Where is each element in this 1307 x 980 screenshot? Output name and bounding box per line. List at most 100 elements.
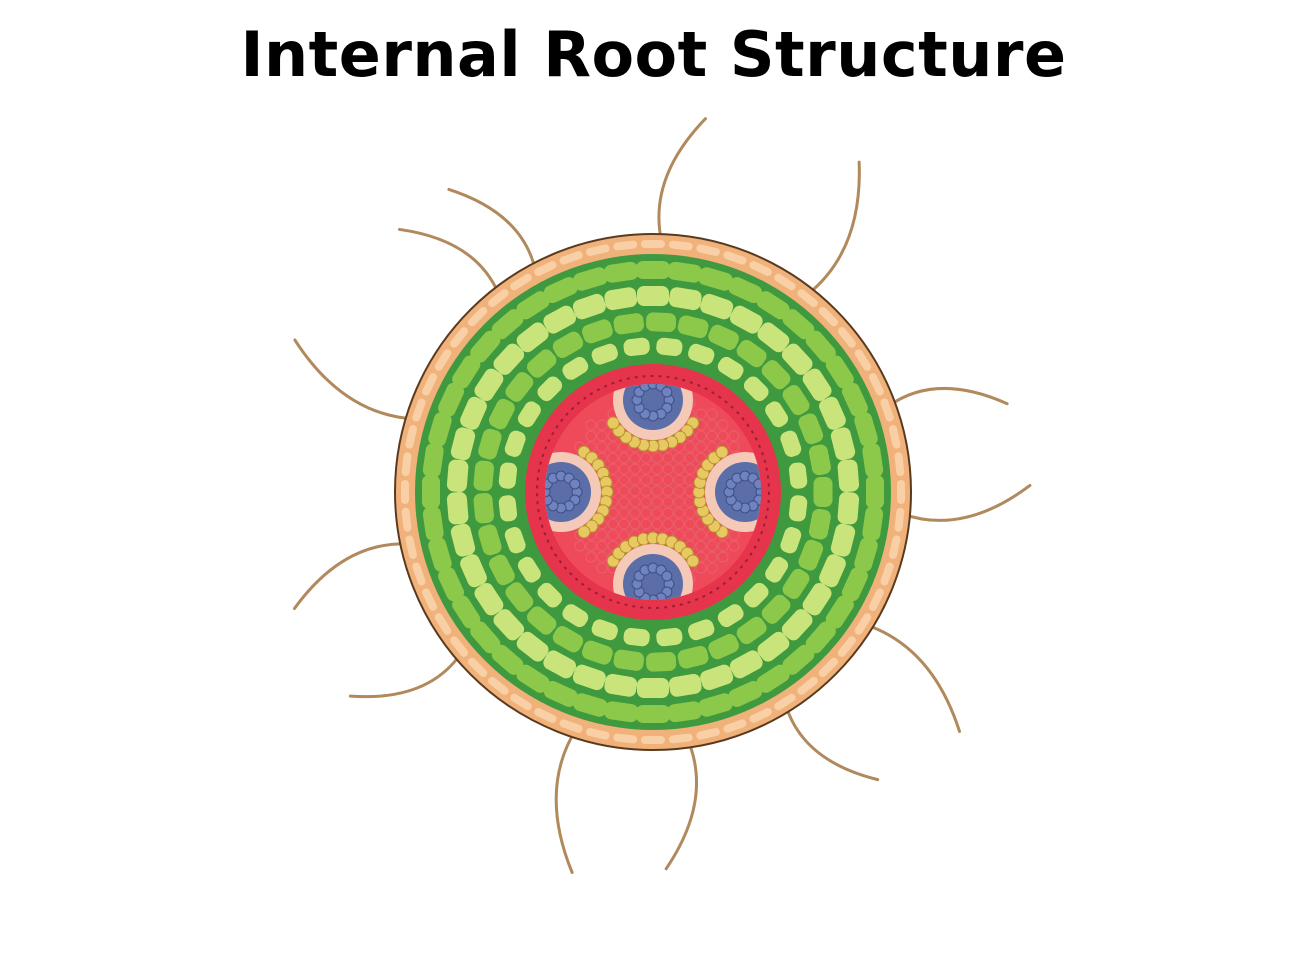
cortex-cell — [813, 477, 833, 507]
cortex-cell — [478, 428, 502, 460]
cortex-cell — [765, 556, 789, 583]
root-hair — [783, 702, 880, 782]
pith-cell — [662, 507, 674, 519]
cortex-cell — [761, 594, 791, 624]
cortex-cell — [866, 475, 884, 509]
epidermis-cell — [401, 452, 412, 477]
cortex-cell — [516, 631, 549, 662]
pith-cell — [662, 518, 674, 530]
cortex-cell — [491, 309, 524, 340]
epidermis-cell — [450, 636, 469, 657]
cortex-cell — [808, 444, 831, 476]
epidermis-cell — [467, 306, 488, 327]
epidermis-cell — [854, 349, 872, 371]
epidermis-cell — [422, 588, 438, 611]
pith-cell — [673, 496, 685, 508]
root-hair — [657, 117, 707, 244]
pith-cell — [596, 551, 608, 563]
cortex-cell — [728, 277, 763, 304]
pith-cell — [673, 529, 685, 541]
cortex-cell — [698, 693, 733, 717]
epidermis-cell — [668, 733, 693, 744]
pith-cell — [673, 463, 685, 475]
cortex-cell — [830, 427, 856, 461]
pith-cell — [607, 463, 619, 475]
xylem-cell — [661, 386, 673, 398]
pith-cell — [706, 562, 718, 574]
xylem-cell — [647, 594, 659, 600]
cortex-cell — [700, 664, 734, 691]
pith-cell — [651, 518, 663, 530]
pith-cell — [706, 419, 718, 431]
pith-cell — [662, 485, 674, 497]
cortex-cell — [526, 349, 557, 378]
cortex-cell — [537, 376, 563, 402]
pith-cell — [651, 485, 663, 497]
cortex-cell — [781, 609, 813, 641]
cortex-cell — [798, 539, 824, 571]
cortex-cell — [516, 291, 550, 320]
cortex-cell — [470, 621, 501, 654]
epidermis-cell — [422, 373, 438, 396]
cortex-cell — [656, 627, 683, 647]
pith-cell — [695, 452, 707, 464]
cortex-cell — [862, 506, 884, 541]
cortex-cell — [474, 368, 504, 401]
epidermis-cell — [412, 562, 426, 586]
root-hair — [348, 651, 463, 699]
cortex-cell — [728, 680, 763, 707]
root-hair — [292, 542, 410, 610]
epidermis-cell — [559, 719, 583, 733]
cortex-cell — [717, 356, 744, 380]
vascular-bundles — [545, 384, 761, 600]
cortex-cell — [637, 678, 669, 698]
pith-cell — [673, 485, 685, 497]
cortex-cell — [825, 355, 854, 389]
pith-cell — [640, 485, 652, 497]
cortex-cell — [604, 701, 639, 723]
cortex-cell — [677, 315, 709, 339]
epidermis-cell — [889, 535, 901, 559]
cortex-cell — [854, 412, 878, 447]
epidermis-cell — [880, 398, 894, 422]
pith-cell — [673, 518, 685, 530]
cortex-cell — [562, 604, 589, 628]
pith-cell — [695, 408, 707, 420]
pith-cell — [717, 419, 729, 431]
epidermis-cell — [897, 480, 905, 504]
cortex-cell — [782, 309, 815, 340]
cortex-cell — [552, 331, 584, 358]
cortex-cell — [478, 524, 502, 556]
epidermis-cell — [450, 327, 469, 348]
cortex-cell — [474, 583, 504, 616]
cortex-cell — [505, 582, 534, 612]
epidermis-cell — [818, 657, 839, 678]
pith-cell — [662, 474, 674, 486]
cortex-cell — [688, 619, 715, 641]
epidermis-cell — [534, 707, 557, 723]
pith-cell — [717, 540, 729, 552]
cortex-cell — [591, 619, 618, 641]
cortex-cell — [446, 491, 469, 525]
epidermis-cell — [797, 289, 818, 308]
pith-cell — [717, 551, 729, 563]
cortex-cell — [837, 459, 860, 493]
pith-cell — [640, 474, 652, 486]
epidermis-cell — [894, 452, 905, 477]
cortex-cell — [493, 609, 525, 641]
epidermis-cell — [510, 693, 532, 711]
cortex-cell — [552, 626, 584, 653]
cortex-cell — [460, 554, 487, 588]
cortex-cell — [667, 261, 702, 283]
pith-cell — [585, 419, 597, 431]
epidermis-cell — [889, 425, 901, 449]
epidermis-cell — [696, 728, 720, 740]
cortex-cell — [761, 360, 791, 390]
cortex-cell — [788, 495, 808, 522]
cortex-cell — [504, 527, 526, 554]
cortex-cell — [700, 293, 734, 320]
cortex-cell — [505, 372, 534, 402]
cortex-cell — [645, 312, 677, 333]
pericycle-ring — [536, 375, 770, 609]
cortex-cell — [736, 339, 767, 368]
